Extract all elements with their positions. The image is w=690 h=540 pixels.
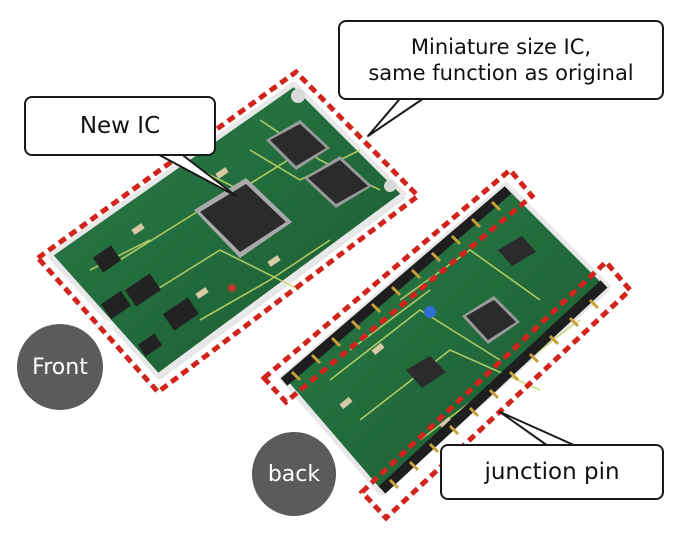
back-badge: back <box>252 432 336 516</box>
front-board <box>46 80 408 380</box>
pin-row-top-highlight <box>260 166 536 406</box>
front-badge-label: Front <box>32 354 88 380</box>
callout-pointers <box>149 93 577 447</box>
back-badge-label: back <box>267 461 321 487</box>
junction-pin-label: junction pin <box>484 459 620 485</box>
front-badge: Front <box>17 324 103 410</box>
miniature-ic-callout: Miniature size IC, same function as orig… <box>338 20 664 100</box>
new-ic-chip <box>194 178 292 258</box>
new-ic-label: New IC <box>79 113 161 139</box>
new-ic-callout: New IC <box>24 96 216 156</box>
junction-pin-rows <box>280 186 608 494</box>
miniature-ic-label-line2: same function as original <box>368 61 634 85</box>
miniature-ics <box>266 120 372 208</box>
junction-pin-callout: junction pin <box>440 444 664 500</box>
miniature-ic-label-line1: Miniature size IC, <box>410 35 592 59</box>
back-components <box>406 236 536 388</box>
pin-row-bottom-highlight <box>358 258 634 522</box>
